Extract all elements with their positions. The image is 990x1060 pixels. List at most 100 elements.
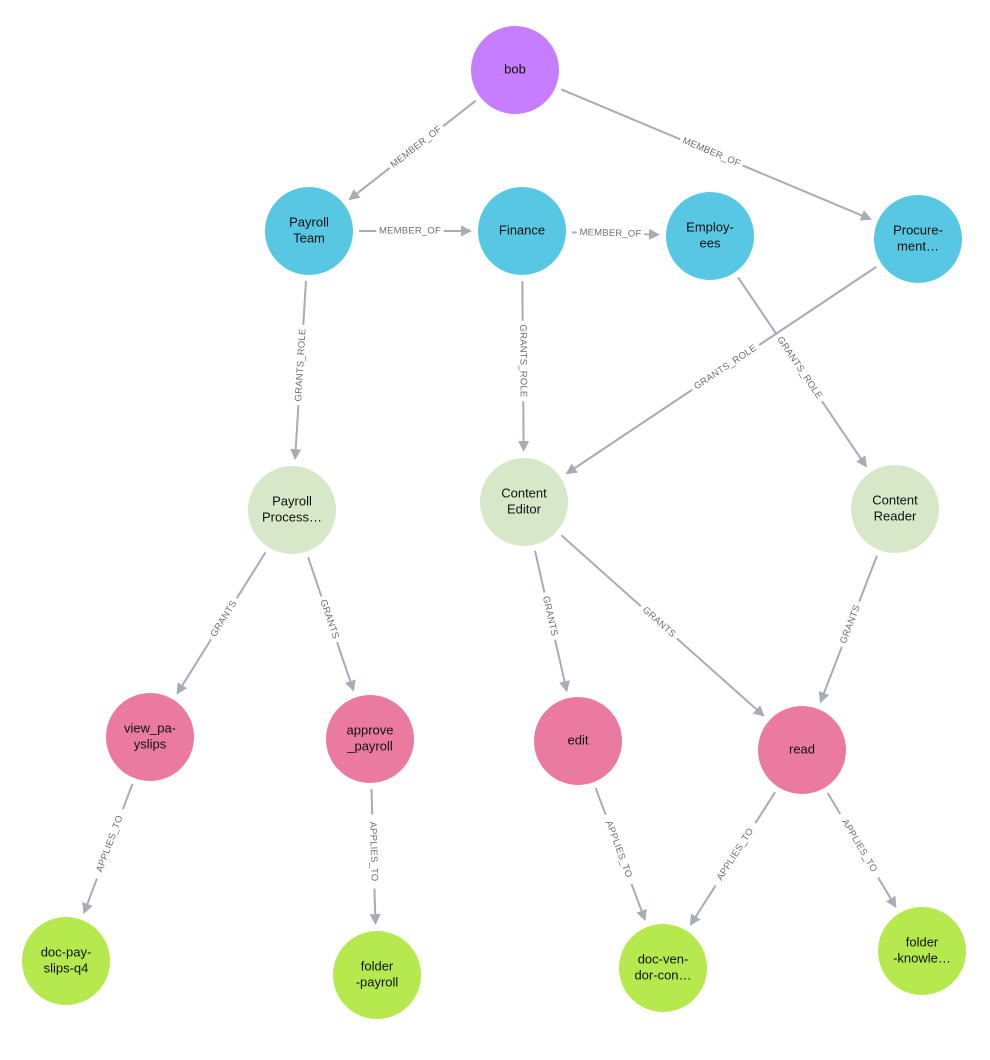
user-node-circle: [471, 26, 559, 114]
arrowhead-icon: [636, 908, 647, 922]
node-doc-payslips-q4[interactable]: doc-pay-slips-q4: [22, 917, 110, 1005]
edge-edit-to-doc-vendor-contract[interactable]: APPLIES_TO: [594, 787, 647, 922]
edge-line: [302, 280, 307, 325]
edge-content-editor-to-read[interactable]: GRANTS: [560, 534, 765, 717]
edge-line: [121, 783, 134, 810]
edge-payroll-processor-to-approve-payroll[interactable]: GRANTS: [307, 557, 356, 692]
edge-procurement-to-content-editor[interactable]: GRANTS_ROLE: [565, 265, 877, 475]
arrowhead-icon: [565, 463, 578, 475]
node-label: doc-pay-: [41, 944, 92, 959]
edge-approve-payroll-to-folder-payroll[interactable]: APPLIES_TO: [367, 788, 381, 926]
edge-content-reader-to-read[interactable]: GRANTS: [818, 555, 878, 704]
edge-label: MEMBER_OF: [681, 135, 742, 169]
edge-label: APPLIES_TO: [839, 817, 879, 874]
edge-label: MEMBER_OF: [389, 124, 445, 171]
edge-view-payslips-to-doc-payslips-q4[interactable]: APPLIES_TO: [82, 783, 134, 915]
permission-node-circle: [326, 695, 414, 783]
edge-line: [821, 400, 862, 460]
edge-line: [356, 167, 391, 195]
arrowhead-icon: [648, 228, 661, 240]
edge-line: [823, 646, 843, 694]
node-label: Payroll: [289, 214, 329, 229]
arrowhead-icon: [859, 210, 872, 221]
edge-label: GRANTS_ROLE: [293, 328, 308, 401]
permission-node-circle: [106, 693, 194, 781]
arrowhead-icon: [689, 913, 701, 926]
edge-line: [737, 276, 778, 336]
edge-read-to-doc-vendor-contract[interactable]: APPLIES_TO: [689, 791, 776, 926]
edge-finance-to-content-editor[interactable]: GRANTS_ROLE: [517, 280, 530, 453]
edge-read-to-folder-knowledge[interactable]: APPLIES_TO: [826, 792, 897, 909]
role-node-circle: [248, 466, 336, 554]
node-payroll-processor[interactable]: PayrollProcess…: [248, 466, 336, 554]
edge-line: [826, 792, 842, 815]
edge-payroll-team-to-payroll-processor[interactable]: GRANTS_ROLE: [290, 280, 309, 461]
edge-payroll-team-to-finance[interactable]: MEMBER_OF: [359, 225, 472, 237]
node-employees[interactable]: Employ-ees: [666, 192, 754, 280]
node-procurement[interactable]: Procure-ment…: [874, 195, 962, 283]
node-label: approve: [347, 722, 394, 737]
resource-node-circle: [619, 924, 707, 1012]
node-read[interactable]: read: [758, 706, 846, 794]
edge-label: APPLIES_TO: [94, 814, 125, 874]
node-view-payslips[interactable]: view_pa-yslips: [106, 693, 194, 781]
edge-line: [86, 878, 98, 905]
arrowhead-icon: [886, 895, 897, 909]
node-label: dor-con…: [634, 967, 691, 982]
edge-label: MEMBER_OF: [379, 226, 441, 237]
node-label: doc-ven-: [638, 951, 689, 966]
node-label: ees: [700, 235, 721, 250]
edge-finance-to-employees[interactable]: MEMBER_OF: [571, 227, 661, 240]
arrowhead-icon: [461, 225, 472, 237]
arrowhead-icon: [752, 705, 765, 717]
node-label: -payroll: [356, 974, 399, 989]
node-label: _payroll: [346, 738, 393, 753]
edge-line: [307, 557, 323, 597]
edge-line: [370, 788, 374, 815]
edge-line: [877, 877, 892, 900]
edge-line: [754, 791, 776, 824]
node-folder-payroll[interactable]: folder-payroll: [333, 931, 421, 1019]
node-doc-vendor-contract[interactable]: doc-ven-dor-con…: [619, 924, 707, 1012]
edge-line: [560, 534, 642, 607]
arrowhead-icon: [348, 189, 361, 201]
permission-node-circle: [534, 697, 622, 785]
edge-line: [336, 641, 352, 682]
node-label: Payroll: [272, 493, 312, 508]
node-label: Employ-: [686, 219, 734, 234]
edge-line: [694, 885, 717, 918]
role-node-circle: [480, 458, 568, 546]
edge-line: [560, 88, 681, 141]
edge-line: [742, 164, 863, 217]
node-edit[interactable]: edit: [534, 697, 622, 785]
edge-label: GRANTS: [838, 603, 863, 645]
node-approve-payroll[interactable]: approve_payroll: [326, 695, 414, 783]
edge-label: GRANTS: [540, 595, 560, 637]
edge-content-editor-to-edit[interactable]: GRANTS: [534, 550, 570, 693]
arrowhead-icon: [369, 913, 381, 926]
edge-employees-to-content-reader[interactable]: GRANTS_ROLE: [737, 276, 867, 468]
node-label: bob: [504, 61, 526, 76]
edge-line: [534, 550, 546, 593]
edge-bob-to-payroll-team[interactable]: MEMBER_OF: [348, 100, 477, 201]
arrowhead-icon: [559, 680, 570, 693]
node-bob[interactable]: bob: [471, 26, 559, 114]
group-node-circle: [265, 187, 353, 275]
node-folder-knowledge[interactable]: folder-knowle…: [878, 907, 966, 995]
node-label: read: [789, 741, 815, 756]
edge-line: [630, 883, 643, 912]
edge-line: [574, 388, 693, 469]
group-node-circle: [666, 192, 754, 280]
permission-node-circle: [758, 706, 846, 794]
edge-label: APPLIES_TO: [715, 826, 756, 882]
edge-line: [294, 405, 300, 450]
edge-line: [676, 637, 758, 711]
node-finance[interactable]: Finance: [478, 187, 566, 275]
node-label: ment…: [897, 238, 939, 253]
edge-payroll-processor-to-view-payslips[interactable]: GRANTS: [176, 551, 267, 695]
